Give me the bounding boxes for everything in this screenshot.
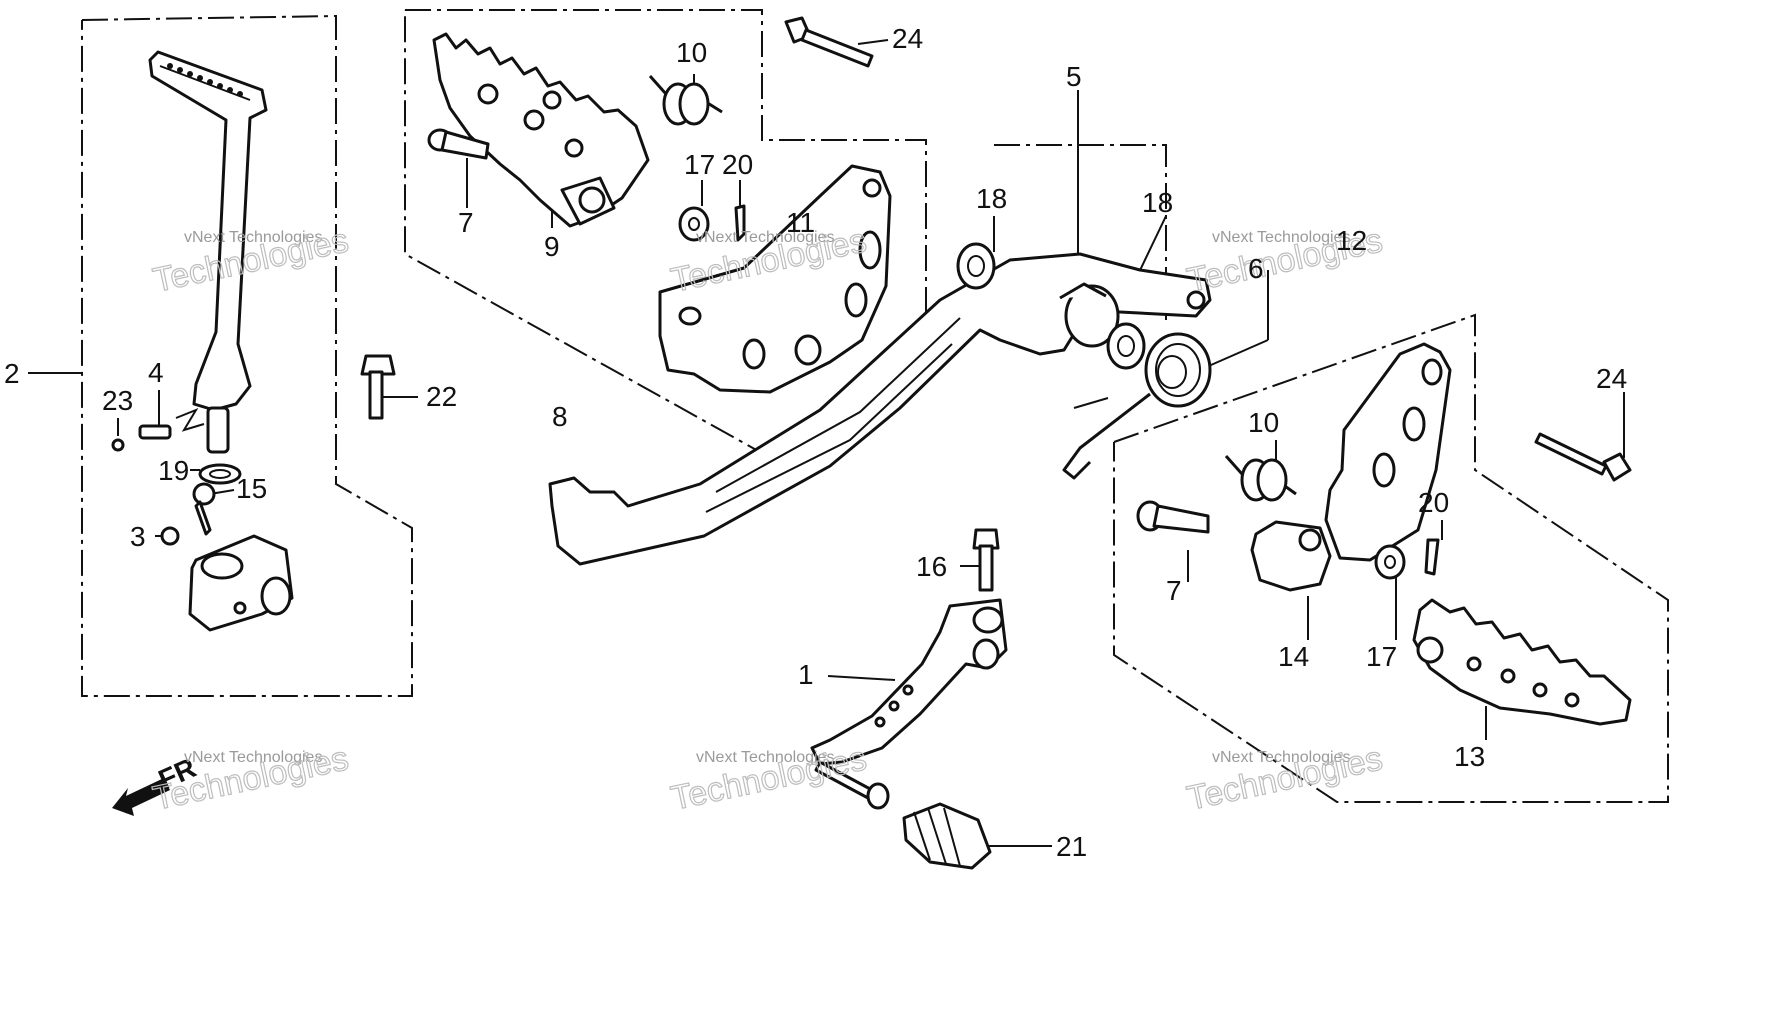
callout-17a: 17 bbox=[684, 149, 715, 180]
kick-arm bbox=[148, 50, 268, 412]
gearshift-pedal bbox=[810, 528, 1008, 870]
callout-10b: 10 bbox=[1248, 407, 1279, 438]
watermark-text: vNext Technologies bbox=[1212, 229, 1350, 246]
callout-1: 1 bbox=[798, 659, 814, 690]
group-frames bbox=[81, 9, 1669, 803]
callout-3: 3 bbox=[130, 521, 146, 552]
callout-8: 8 bbox=[552, 401, 568, 432]
callout-23: 23 bbox=[102, 385, 133, 416]
callout-16: 16 bbox=[916, 551, 947, 582]
callout-labels: 2 4 23 19 15 3 22 7 9 10 17 20 11 8 24 5… bbox=[4, 23, 1627, 862]
watermark-text: vNext Technologies bbox=[696, 749, 834, 766]
bolt-24-right bbox=[1534, 432, 1632, 482]
right-footpeg-assembly bbox=[1136, 342, 1632, 726]
callout-10a: 10 bbox=[676, 37, 707, 68]
callout-12: 12 bbox=[1336, 225, 1367, 256]
watermark-text: vNext Technologies bbox=[696, 229, 834, 246]
callout-6: 6 bbox=[1248, 253, 1264, 284]
callout-20b: 20 bbox=[1418, 487, 1449, 518]
callout-11: 11 bbox=[786, 207, 815, 238]
callout-24a: 24 bbox=[892, 23, 923, 54]
bolt-22 bbox=[360, 354, 396, 420]
brake-pedal bbox=[548, 252, 1212, 566]
bracket-right bbox=[1324, 342, 1452, 562]
kick-starter-assembly bbox=[111, 50, 294, 632]
ball bbox=[111, 438, 125, 452]
callout-5: 5 bbox=[1066, 61, 1082, 92]
callout-13: 13 bbox=[1454, 741, 1485, 772]
footpeg-right bbox=[1412, 598, 1632, 726]
callout-24b: 24 bbox=[1596, 363, 1627, 394]
return-spring bbox=[1062, 332, 1212, 480]
left-footpeg-assembly bbox=[427, 32, 892, 394]
callout-20a: 20 bbox=[722, 149, 753, 180]
callout-19: 19 bbox=[158, 455, 189, 486]
callout-17b: 17 bbox=[1366, 641, 1397, 672]
collars bbox=[956, 242, 1146, 370]
washer bbox=[198, 463, 242, 485]
callout-21: 21 bbox=[1056, 831, 1087, 862]
watermark-text: vNext Technologies bbox=[184, 749, 322, 766]
detent-pin bbox=[138, 424, 172, 440]
callout-22: 22 bbox=[426, 381, 457, 412]
callout-18b: 18 bbox=[1142, 187, 1173, 218]
callout-2: 2 bbox=[4, 358, 20, 389]
callout-7a: 7 bbox=[458, 207, 474, 238]
watermark-text: vNext Technologies bbox=[184, 229, 322, 246]
watermark-text: vNext Technologies bbox=[1212, 749, 1350, 766]
nut bbox=[160, 526, 180, 546]
callout-4: 4 bbox=[148, 357, 164, 388]
bracket-left bbox=[658, 164, 892, 394]
callout-7b: 7 bbox=[1166, 575, 1182, 606]
bolt-24-top bbox=[784, 16, 874, 68]
callout-9: 9 bbox=[544, 231, 560, 262]
footpeg-left bbox=[432, 32, 650, 228]
callout-15: 15 bbox=[236, 473, 267, 504]
callout-14: 14 bbox=[1278, 641, 1309, 672]
callout-18a: 18 bbox=[976, 183, 1007, 214]
